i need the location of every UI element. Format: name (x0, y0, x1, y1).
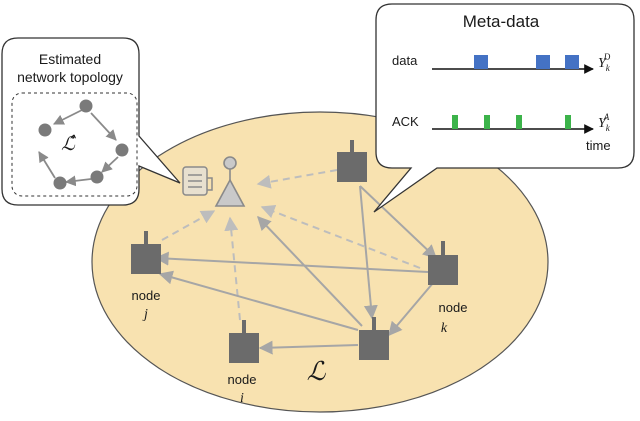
data-pulse-3 (565, 55, 579, 69)
node-i-id: i (240, 391, 244, 406)
dashed-link-k (260, 205, 421, 269)
ack-row-label: ACK (392, 114, 419, 129)
estimated-graph-frame (11, 92, 138, 197)
node-center (359, 317, 389, 360)
ack-pulse-1 (452, 115, 458, 129)
link-center-to-monitor (257, 215, 363, 327)
metadata-callout: Meta-data data YkD ACK YkA time (373, 3, 635, 213)
time-axis-label: time (586, 138, 611, 153)
estimated-title-line1: Estimated (39, 51, 101, 67)
dashed-link-top (256, 169, 338, 189)
node-j (131, 231, 161, 274)
dashed-link-i (224, 216, 241, 321)
node-i-word: node (228, 372, 257, 387)
estimated-topology-callout: Estimated network topology ℒ̂ (1, 37, 181, 206)
document-log-icon (182, 166, 213, 196)
estimated-title-line2: network topology (17, 69, 123, 85)
node-k-word: node (439, 300, 468, 315)
link-k-to-j (154, 251, 429, 273)
link-k-to-center (388, 282, 434, 337)
node-k-id: k (441, 321, 448, 336)
data-pulse-2 (536, 55, 550, 69)
dashed-links (161, 169, 421, 321)
node-i (229, 320, 259, 363)
data-pulse-1 (474, 55, 488, 69)
node-top (337, 140, 367, 182)
antenna-monitor-icon (214, 156, 246, 207)
metadata-title: Meta-data (463, 12, 540, 31)
link-center-to-i (258, 340, 359, 355)
link-center-to-j (158, 270, 359, 331)
ack-pulse-3 (516, 115, 522, 129)
node-j-id: j (142, 307, 148, 322)
solid-links (154, 185, 438, 355)
link-top-to-center (359, 185, 378, 320)
ack-pulse-2 (484, 115, 490, 129)
ack-signal-label: YkA (598, 112, 611, 133)
link-top-to-k (359, 185, 438, 259)
region-label: ℒ (307, 357, 327, 386)
data-signal-label: YkD (598, 52, 611, 73)
estimated-symbol: ℒ̂ (61, 134, 77, 155)
data-row-label: data (392, 53, 418, 68)
estimated-nodes (38, 99, 129, 190)
node-k (428, 241, 458, 285)
dashed-link-j (161, 210, 216, 241)
node-j-word: node (132, 288, 161, 303)
estimated-edges (38, 108, 119, 187)
ack-pulse-4 (565, 115, 571, 129)
